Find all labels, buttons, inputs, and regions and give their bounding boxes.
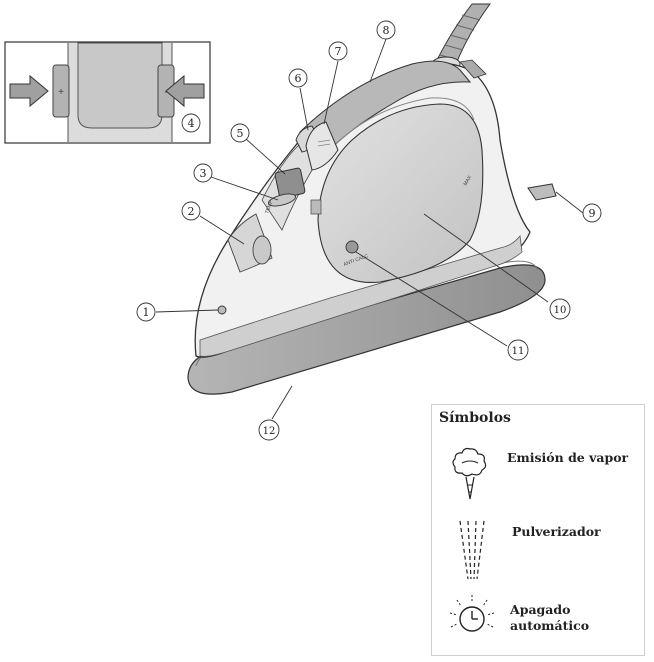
svg-text:7: 7	[335, 45, 342, 58]
svg-text:-: -	[164, 87, 167, 98]
callout-9: 9	[582, 203, 602, 223]
max-label: MAX	[463, 174, 474, 187]
anti-calc-button	[345, 240, 359, 254]
spray-nozzle	[217, 305, 227, 315]
spray-button	[305, 121, 339, 171]
callout-3: 3	[193, 163, 213, 183]
svg-text:4: 4	[188, 117, 195, 130]
callout-8: 8	[376, 20, 396, 40]
callout-7: 7	[328, 41, 348, 61]
callout-4: 4	[181, 113, 201, 133]
temp-label: TEMP	[264, 199, 275, 215]
auto-off-label-line-2: automático	[510, 618, 590, 633]
inset-detail: + -	[4, 41, 211, 144]
callout-10: 10	[549, 298, 571, 320]
left-arrow-icon	[9, 74, 49, 108]
svg-text:10: 10	[554, 305, 567, 316]
svg-text:1: 1	[143, 306, 150, 319]
callout-markers: 1 2 3 4 5 6 7 8 9 10 11 12	[136, 20, 602, 441]
leader-lines	[155, 38, 584, 420]
svg-text:12: 12	[263, 426, 276, 437]
auto-off-clock-icon	[449, 595, 495, 632]
callout-12: 12	[258, 419, 280, 441]
symbols-legend: Símbolos Emisión de vapor Pulverizador	[431, 404, 645, 656]
svg-text:2: 2	[188, 205, 195, 218]
water-tank-window	[317, 103, 484, 284]
spray-label: Pulverizador	[512, 524, 601, 539]
callout-1: 1	[136, 302, 156, 322]
callout-2: 2	[181, 201, 201, 221]
auto-off-label-line-1: Apagado	[510, 602, 571, 617]
steam-emission-label: Emisión de vapor	[507, 450, 629, 465]
svg-text:3: 3	[200, 167, 207, 180]
svg-text:+: +	[58, 87, 64, 98]
iron-body: MAX ANTI CALC TEMP	[194, 59, 557, 358]
svg-text:9: 9	[589, 207, 596, 220]
callout-6: 6	[288, 68, 308, 88]
svg-text:8: 8	[383, 24, 390, 37]
svg-text:5: 5	[237, 127, 244, 140]
right-arrow-icon	[165, 74, 205, 108]
spray-icon	[459, 520, 485, 580]
svg-text:11: 11	[512, 346, 525, 357]
steam-emission-icon	[452, 447, 487, 500]
symbols-title: Símbolos	[439, 410, 511, 426]
power-cord	[431, 3, 491, 72]
svg-text:6: 6	[295, 72, 302, 85]
callout-11: 11	[507, 339, 529, 361]
callout-5: 5	[230, 123, 250, 143]
